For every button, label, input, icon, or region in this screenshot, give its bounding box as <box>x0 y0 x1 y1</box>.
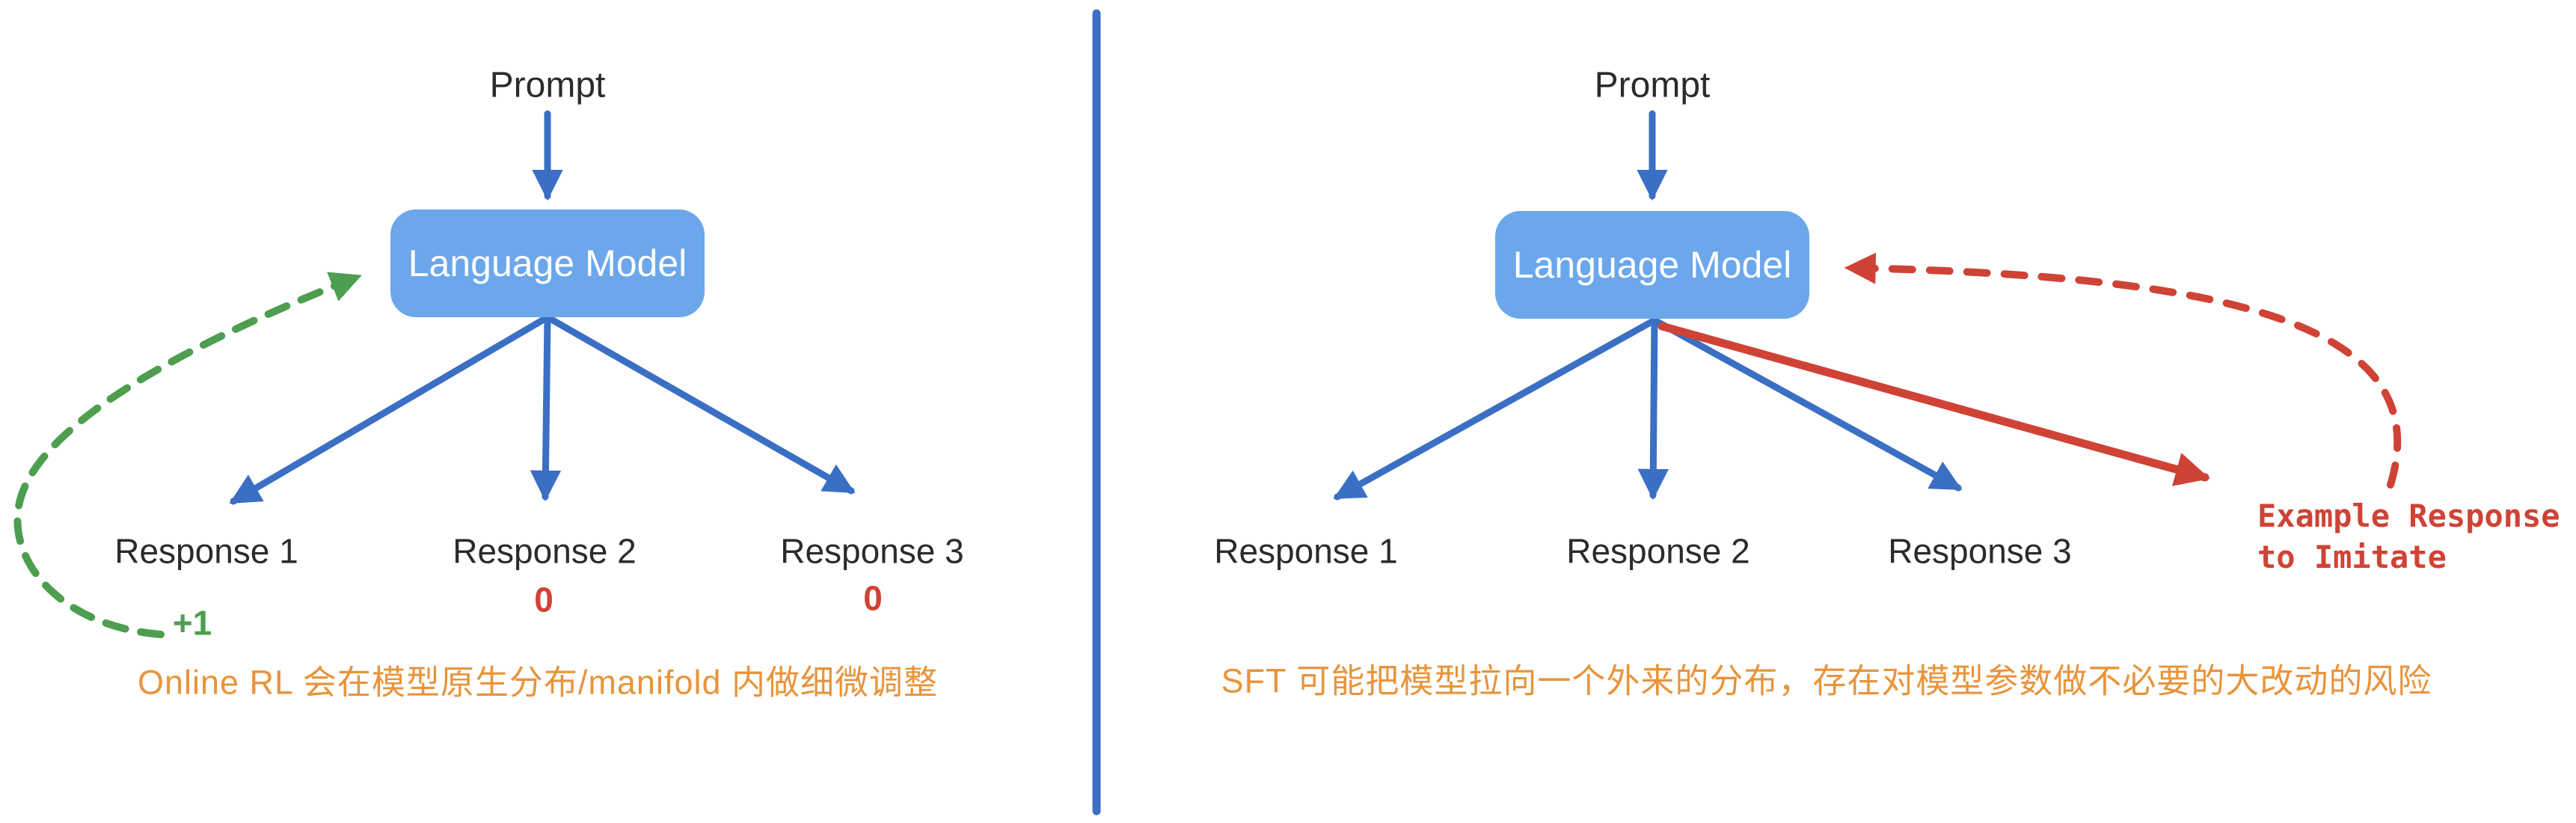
left-response3-label: Response 3 <box>780 531 964 571</box>
left-reward-feedback-dashed-arrow <box>13 272 362 638</box>
right-example-response-line2: to Imitate <box>2257 539 2447 575</box>
right-response2-label: Response 2 <box>1566 531 1750 571</box>
left-reward-plus-one: +1 <box>172 603 212 643</box>
right-example-response-label: Example Response to Imitate <box>2257 495 2560 578</box>
left-response2-label: Response 2 <box>453 531 637 571</box>
left-model-to-response2-arrow <box>530 313 562 502</box>
right-model-to-response2-arrow <box>1637 316 1669 501</box>
left-language-model-box: Language Model <box>390 209 705 317</box>
left-reward-zero-response2: 0 <box>534 580 553 619</box>
left-model-to-response1-arrow <box>229 313 551 505</box>
right-model-to-response3-arrow <box>1651 316 1963 492</box>
right-example-to-model-dashed-arrow <box>1844 252 2402 489</box>
right-example-response-line1: Example Response <box>2257 498 2560 534</box>
right-caption: SFT 可能把模型拉向一个外来的分布，存在对模型参数做不必要的大改动的风险 <box>1221 661 2432 700</box>
right-model-to-response1-arrow <box>1333 316 1658 501</box>
left-model-to-response3-arrow <box>544 313 856 495</box>
right-language-model-box: Language Model <box>1495 211 1809 319</box>
right-response1-label: Response 1 <box>1214 531 1398 571</box>
right-response3-label: Response 3 <box>1888 531 2072 571</box>
right-prompt-label: Prompt <box>1594 65 1711 105</box>
right-model-to-example-arrow <box>1657 322 2210 486</box>
left-reward-zero-response3: 0 <box>863 578 883 618</box>
left-prompt-label: Prompt <box>489 65 606 105</box>
right-language-model-label: Language Model <box>1512 244 1792 286</box>
left-language-model-label: Language Model <box>408 242 687 284</box>
left-response1-label: Response 1 <box>114 531 298 571</box>
left-caption: Online RL 会在模型原生分布/manifold 内做细微调整 <box>137 663 939 702</box>
